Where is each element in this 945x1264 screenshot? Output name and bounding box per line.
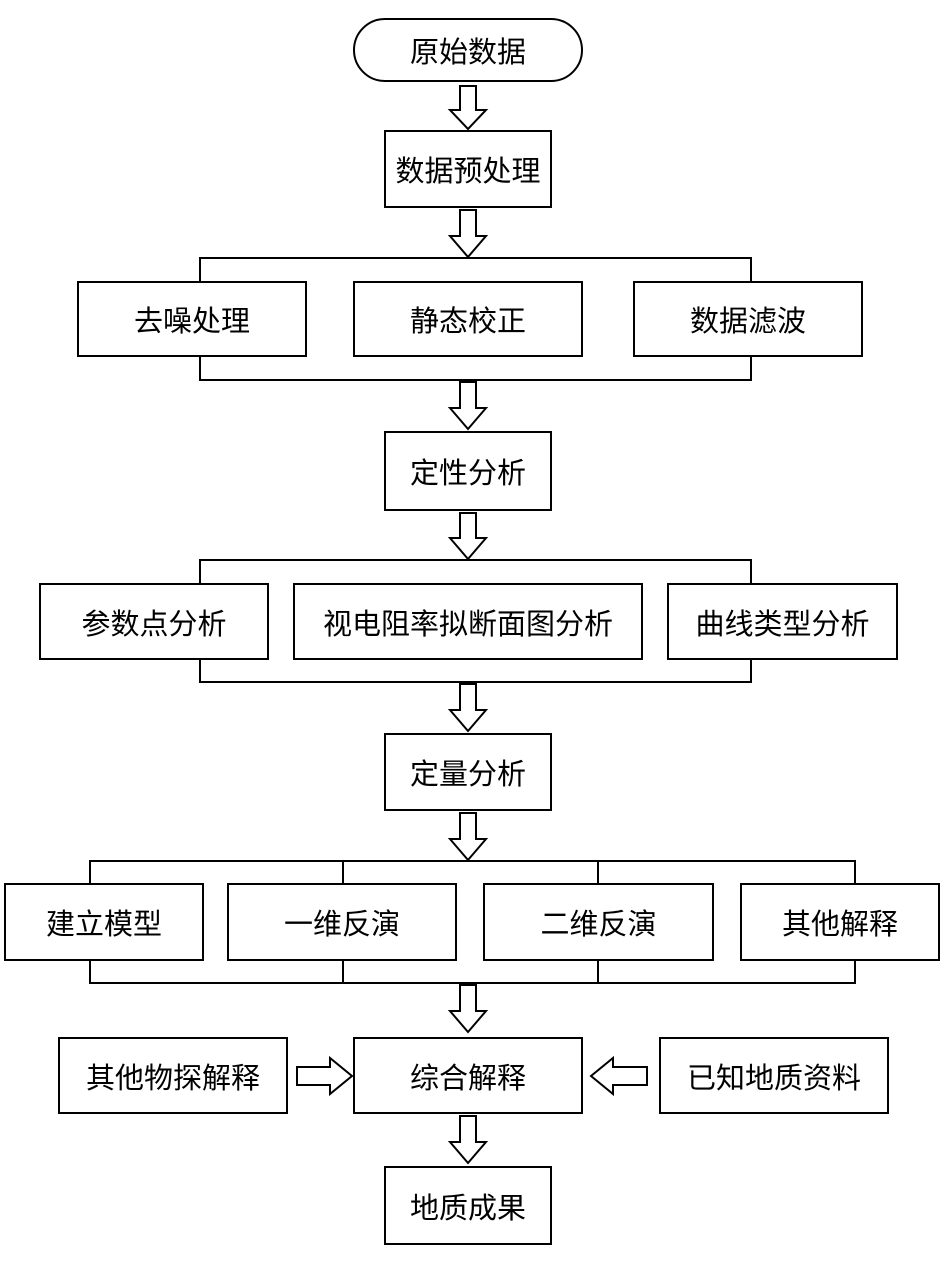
branch-connector-2: [199, 559, 752, 583]
branch-connector-3: [89, 860, 856, 883]
merge-connector-1: [199, 356, 752, 381]
node-inversion-1d: 一维反演: [227, 883, 457, 961]
node-result: 地质成果: [384, 1166, 552, 1245]
node-param-point: 参数点分析: [39, 583, 269, 660]
branch-connector-1: [199, 257, 752, 281]
arrow-down-6: [447, 812, 489, 862]
node-resistivity-section: 视电阻率拟断面图分析: [293, 583, 643, 660]
arrow-down-2: [447, 209, 489, 259]
merge-connector-2: [199, 659, 752, 683]
arrow-down-8: [447, 1115, 489, 1165]
arrow-right: [296, 1055, 354, 1097]
node-quantitative: 定量分析: [384, 733, 552, 811]
start-node-raw-data: 原始数据: [353, 18, 583, 82]
arrow-down-7: [447, 984, 489, 1034]
merge-connector-3: [89, 961, 856, 984]
arrow-down-1: [447, 85, 489, 131]
node-filtering: 数据滤波: [633, 281, 863, 357]
node-curve-type: 曲线类型分析: [667, 583, 898, 660]
arrow-down-5: [447, 683, 489, 733]
arrow-left: [589, 1055, 648, 1097]
node-inversion-2d: 二维反演: [483, 883, 714, 961]
node-known-geology: 已知地质资料: [659, 1037, 889, 1114]
node-denoise: 去噪处理: [77, 281, 307, 357]
node-static-correction: 静态校正: [353, 281, 583, 357]
arrow-down-3: [447, 381, 489, 431]
node-other-interp: 其他解释: [740, 883, 940, 961]
node-other-geophys: 其他物探解释: [58, 1037, 288, 1114]
arrow-down-4: [447, 512, 489, 561]
node-preprocess: 数据预处理: [384, 130, 552, 208]
node-qualitative: 定性分析: [384, 431, 552, 511]
node-build-model: 建立模型: [4, 883, 204, 961]
node-integrated: 综合解释: [353, 1037, 583, 1114]
